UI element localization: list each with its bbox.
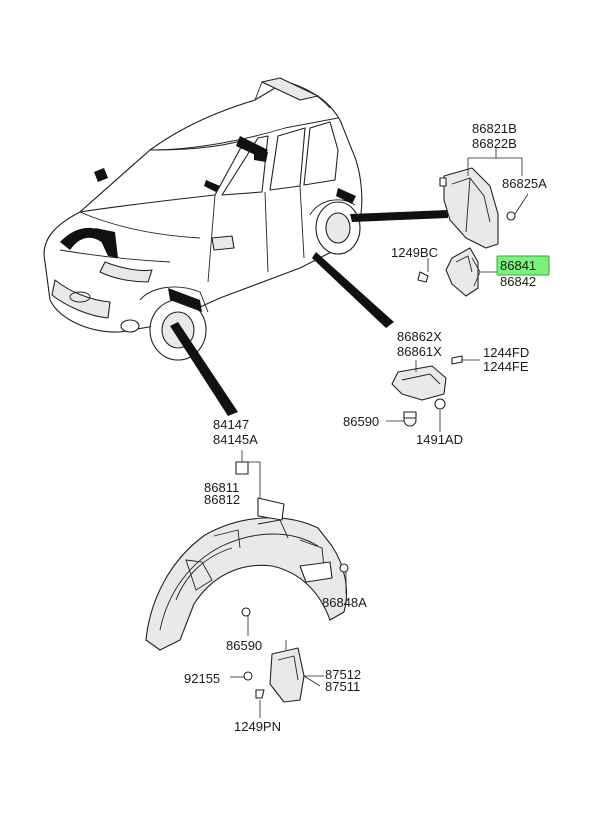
pointer-wedges — [170, 136, 448, 416]
label-87511[interactable]: 87511 — [325, 679, 360, 694]
label-86822B[interactable]: 86822B — [472, 136, 517, 151]
label-86590-guard[interactable]: 86590 — [226, 638, 262, 653]
label-1249PN[interactable]: 1249PN — [234, 719, 281, 734]
label-1244FE[interactable]: 1244FE — [483, 359, 529, 374]
label-86842[interactable]: 86842 — [500, 274, 536, 289]
label-1249BC[interactable]: 1249BC — [391, 245, 438, 260]
front-mud-flap — [243, 647, 305, 703]
label-86861X[interactable]: 86861X — [397, 344, 442, 359]
car-illustration — [43, 77, 363, 361]
label-84147[interactable]: 84147 — [213, 417, 249, 432]
label-84145A[interactable]: 84145A — [213, 432, 258, 447]
label-87512[interactable]: 87512 — [325, 667, 361, 682]
label-86811[interactable]: 86811 — [204, 480, 239, 495]
rear-wheel-guard — [439, 167, 516, 249]
label-86862X[interactable]: 86862X — [397, 329, 442, 344]
label-86848A[interactable]: 86848A — [322, 595, 367, 610]
label-86821B[interactable]: 86821B — [472, 121, 517, 136]
rear-mud-flap — [417, 247, 479, 297]
label-1491AD[interactable]: 1491AD — [416, 432, 463, 447]
label-86590-bracket[interactable]: 86590 — [343, 414, 379, 429]
label-92155[interactable]: 92155 — [184, 671, 220, 686]
highlight-box — [496, 255, 550, 276]
bracket-assembly — [391, 355, 463, 427]
label-86812[interactable]: 86812 — [204, 492, 240, 507]
front-wheel-guard — [145, 461, 349, 651]
label-86841[interactable]: 86841 — [500, 258, 536, 273]
label-86825A[interactable]: 86825A — [502, 176, 547, 191]
leader-lines — [230, 148, 529, 718]
label-1244FD[interactable]: 1244FD — [483, 345, 529, 360]
part-labels: 86821B 86822B 86825A 1249BC 86841 86842 … — [184, 121, 547, 734]
